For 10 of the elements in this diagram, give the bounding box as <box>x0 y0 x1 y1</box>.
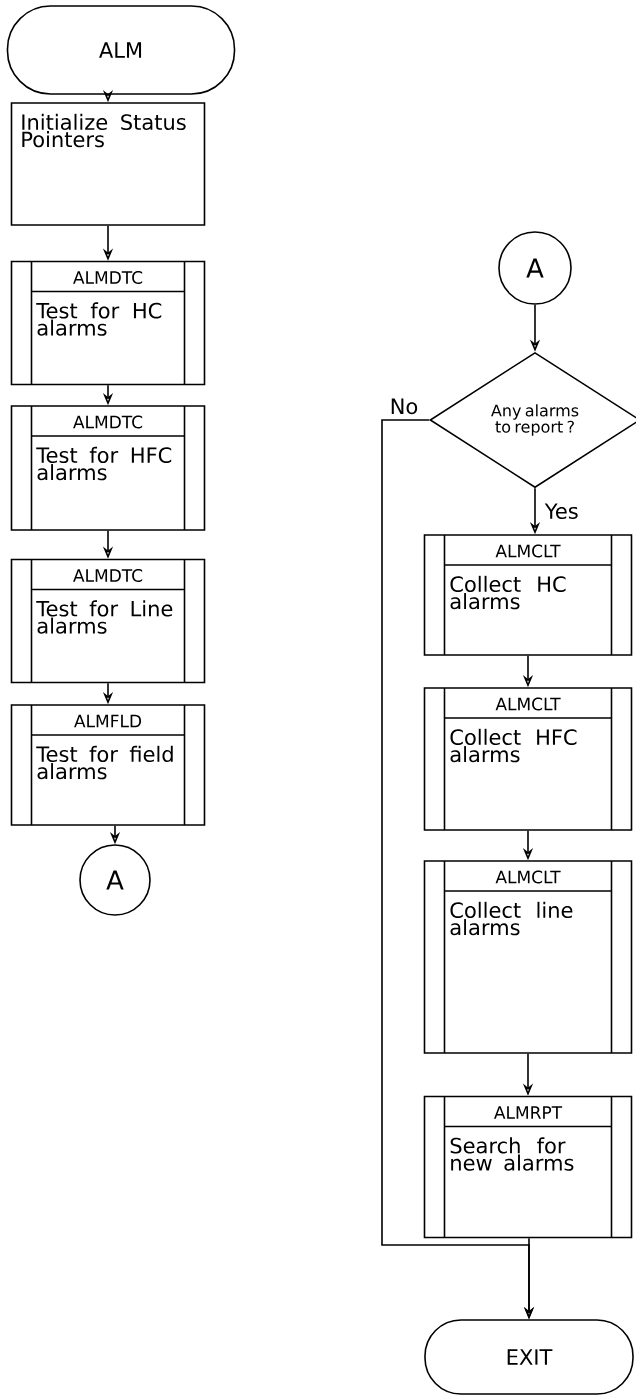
subroutine-box: ALMCLT Collect line alarms <box>423 860 633 1054</box>
process-box: Initialize Status Pointers <box>10 102 206 226</box>
edge-label: Yes <box>543 502 580 520</box>
subroutine-box: ALMDTC Test for HFC alarms <box>10 405 206 531</box>
subroutine-box: ALMDTC Test for HC alarms <box>10 260 206 386</box>
subroutine-box: ALMDTC Test for Line alarms <box>10 558 206 684</box>
subroutine-box: ALMCLT Collect HFC alarms <box>423 687 633 831</box>
subroutine-box: ALMRPT Search for new alarms <box>423 1095 633 1239</box>
subroutine-box: ALMFLD Test for field alarms <box>10 704 206 826</box>
subroutine-box: ALMCLT Collect HC alarms <box>423 534 633 656</box>
